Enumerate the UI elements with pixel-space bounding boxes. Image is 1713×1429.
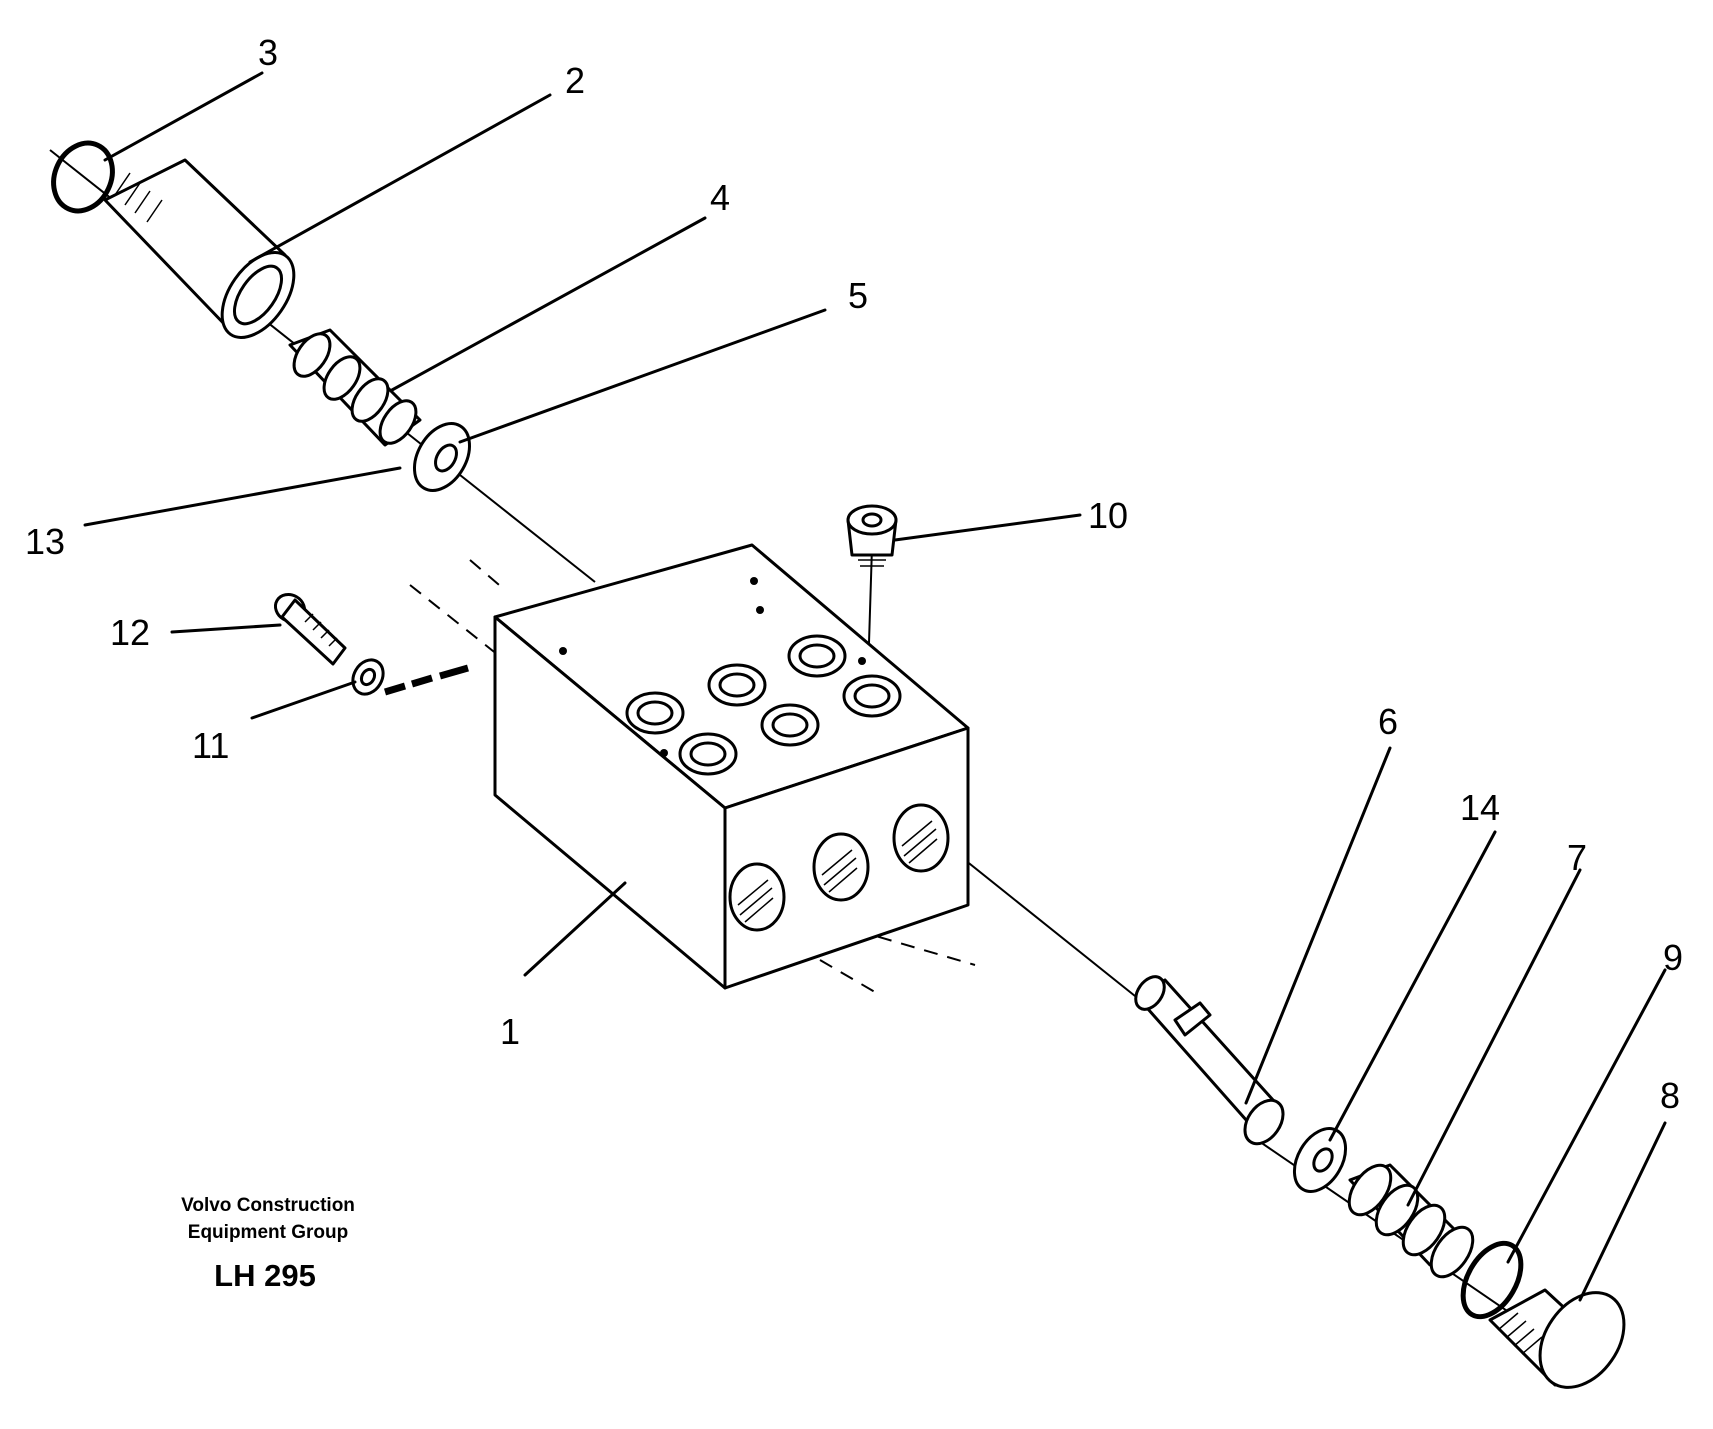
small-washer <box>351 658 469 696</box>
callout-9: 9 <box>1663 937 1683 978</box>
callout-10: 10 <box>1088 495 1128 536</box>
callout-8: 8 <box>1660 1075 1680 1116</box>
company-name-line1: Volvo Construction <box>181 1195 355 1216</box>
washer-14 <box>1292 1127 1348 1193</box>
callout-7: 7 <box>1567 837 1587 878</box>
spring <box>1347 1163 1475 1279</box>
valve-block <box>493 543 970 990</box>
callout-13: 13 <box>25 521 65 562</box>
block-top-ports <box>559 577 902 776</box>
callout-6: 6 <box>1378 701 1398 742</box>
screw <box>273 592 347 666</box>
drawing-code: LH 295 <box>214 1258 316 1293</box>
block-front-ports <box>728 803 950 932</box>
company-name-line2: Equipment Group <box>188 1222 348 1243</box>
poppet <box>1134 975 1285 1146</box>
washer-5 <box>413 422 471 492</box>
callout-labels: 1 2 3 4 5 6 7 8 9 10 11 12 13 14 <box>25 32 1683 1116</box>
o-ring-bottom <box>1460 1240 1524 1320</box>
valve-sleeve <box>103 158 296 339</box>
top-plug <box>846 504 898 567</box>
callout-2: 2 <box>565 60 585 101</box>
callout-12: 12 <box>110 612 150 653</box>
o-ring-top <box>51 140 115 214</box>
callout-1: 1 <box>500 1011 520 1052</box>
callout-11: 11 <box>192 725 229 766</box>
end-plug <box>1488 1288 1626 1389</box>
callout-5: 5 <box>848 275 868 316</box>
spool <box>288 328 422 447</box>
leader-lines <box>83 71 1667 1302</box>
callout-14: 14 <box>1460 787 1500 828</box>
title-block: Volvo Construction Equipment Group LH 29… <box>181 1195 355 1293</box>
callout-3: 3 <box>258 32 278 73</box>
callout-4: 4 <box>710 177 730 218</box>
